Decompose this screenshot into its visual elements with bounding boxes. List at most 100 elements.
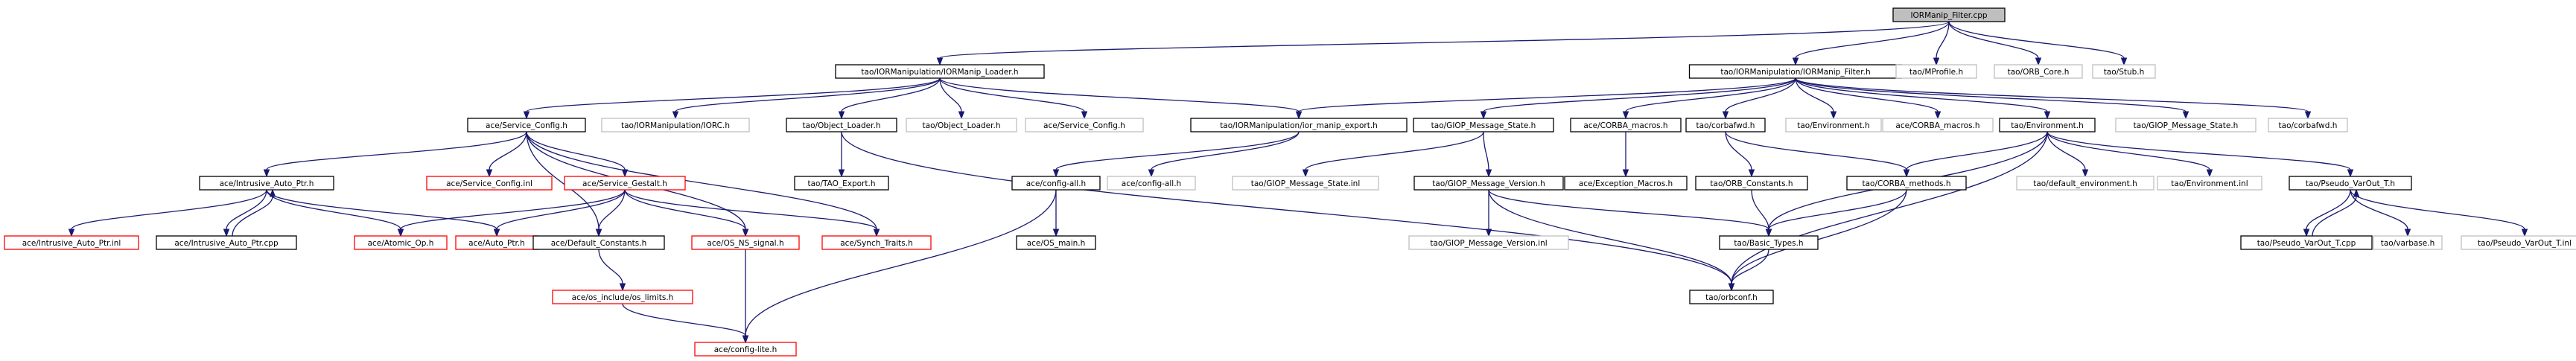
node-box: [532, 235, 665, 250]
node-box: [1846, 176, 1967, 191]
node-basic-types[interactable]: tao/Basic_Types.h: [1719, 235, 1819, 250]
node-iorc[interactable]: tao/IORManipulation/IORC.h: [601, 118, 750, 132]
edge-filter_h-to-giop_state_gray: [1795, 77, 2189, 120]
edge-arrowhead: [1295, 111, 1303, 120]
edge-root-to-filter_h: [1792, 21, 1950, 66]
edge-corbafwd_h-to-orb_constants: [1725, 131, 1755, 178]
node-auto-ptr[interactable]: ace/Auto_Ptr.h: [455, 235, 538, 250]
node-giop-state-inl[interactable]: tao/GIOP_Message_State.inl: [1232, 176, 1379, 191]
edge-line: [1936, 21, 1950, 59]
edge-arrowhead: [68, 229, 75, 237]
node-corbafwd-gray[interactable]: tao/corbafwd.h: [2268, 118, 2348, 132]
node-label: tao/IORManipulation/ior_manip_export.h: [1220, 121, 1378, 130]
edge-arrowhead: [493, 229, 500, 237]
edge-root-to-orb_core: [1948, 21, 2042, 66]
edge-line: [1625, 77, 1796, 112]
edge-line: [1795, 77, 1939, 112]
edge-arrowhead: [672, 111, 679, 120]
node-mprofile[interactable]: tao/MProfile.h: [1895, 64, 1977, 79]
node-tao-export[interactable]: tao/TAO_Export.h: [794, 176, 889, 191]
edge-line: [526, 131, 626, 170]
node-root[interactable]: IORManip_Filter.cpp: [1892, 7, 2006, 22]
node-corbafwd-h[interactable]: tao/corbafwd.h: [1685, 118, 1766, 132]
edge-loader_h-to-svc_config_h: [523, 77, 941, 120]
node-os-ns-signal[interactable]: ace/OS_NS_signal.h: [691, 235, 800, 250]
node-ior-manip-export[interactable]: tao/IORManipulation/ior_manip_export.h: [1190, 118, 1408, 132]
edge-line: [939, 21, 1950, 59]
edge-filter_h-to-corbafwd_h: [1722, 77, 1796, 120]
node-intrusive-inl[interactable]: ace/Intrusive_Auto_Ptr.inl: [4, 235, 139, 250]
node-svc-config-inl[interactable]: ace/Service_Config.inl: [426, 176, 553, 191]
node-atomic-op[interactable]: ace/Atomic_Op.h: [354, 235, 448, 250]
edge-line: [841, 131, 1732, 284]
edge-line: [400, 189, 626, 230]
node-intrusive-h[interactable]: ace/Intrusive_Auto_Ptr.h: [199, 176, 334, 191]
node-pseudo-var-h[interactable]: tao/Pseudo_VarOut_T.h: [2289, 176, 2412, 191]
node-config-all-gray[interactable]: ace/config-all.h: [1107, 176, 1196, 191]
edge-filter_h-to-environment_h: [1795, 77, 2051, 120]
node-os-main[interactable]: ace/OS_main.h: [1016, 235, 1096, 250]
node-box: [354, 235, 448, 250]
node-label: tao/CORBA_methods.h: [1862, 179, 1950, 188]
node-label: tao/Basic_Types.h: [1734, 239, 1803, 248]
node-orb-constants[interactable]: tao/ORB_Constants.h: [1695, 176, 1808, 191]
edge-arrowhead: [397, 229, 404, 237]
node-giop-version-h[interactable]: tao/GIOP_Message_Version.h: [1413, 176, 1564, 191]
node-exception-macros[interactable]: ace/Exception_Macros.h: [1564, 176, 1688, 191]
edge-environment_h-to-default_env: [2047, 131, 2089, 178]
edge-loader_h-to-object_loader_b: [939, 77, 965, 120]
edge-corba_methods-to-basic_types: [1765, 189, 1907, 237]
node-giop-state-gray[interactable]: tao/GIOP_Message_State.h: [2115, 118, 2257, 132]
edge-giop_state_h-to-giop_state_inl: [1302, 131, 1484, 178]
edge-arrowhead: [873, 229, 880, 237]
node-default-constants[interactable]: ace/Default_Constants.h: [532, 235, 665, 250]
node-config-lite[interactable]: ace/config-lite.h: [694, 342, 797, 357]
node-svc-config-tao[interactable]: ace/Service_Config.h: [1025, 118, 1144, 132]
edge-arrowhead: [1934, 111, 1941, 120]
node-pseudo-var-cpp[interactable]: tao/Pseudo_VarOut_T.cpp: [2240, 235, 2373, 250]
edge-line: [598, 249, 623, 284]
node-config-all-h[interactable]: ace/config-all.h: [1011, 176, 1101, 191]
edge-arrowhead: [2303, 229, 2310, 237]
node-box: [835, 64, 1045, 79]
edge-ior_manip_export-to-config_all_gray: [1148, 131, 1300, 178]
edge-line: [526, 131, 877, 230]
node-varbase[interactable]: tao/varbase.h: [2373, 235, 2443, 250]
edge-intrusive_h-to-atomic_op: [266, 189, 404, 237]
node-filter-h[interactable]: tao/IORManipulation/IORManip_Filter.h: [1688, 64, 1903, 79]
node-box: [426, 176, 553, 191]
node-label: ace/Synch_Traits.h: [840, 239, 913, 248]
edge-arrowhead: [1765, 229, 1772, 237]
node-box: [467, 118, 586, 132]
node-environment-inl[interactable]: tao/Environment.inl: [2157, 176, 2262, 191]
node-orb-core[interactable]: tao/ORB_Core.h: [1994, 64, 2083, 79]
node-corba-macros-ace[interactable]: ace/CORBA_macros.h: [1570, 118, 1682, 132]
node-default-env[interactable]: tao/default_environment.h: [2016, 176, 2154, 191]
node-synch-traits[interactable]: ace/Synch_Traits.h: [821, 235, 932, 250]
node-orbconf[interactable]: tao/orbconf.h: [1689, 290, 1774, 304]
node-stub[interactable]: tao/Stub.h: [2092, 64, 2156, 79]
node-giop-version-inl[interactable]: tao/GIOP_Message_Version.inl: [1408, 235, 1569, 250]
edge-svc_gestalt-to-auto_ptr: [493, 189, 626, 237]
node-pseudo-var-inl[interactable]: tao/Pseudo_VarOut_T.inl: [2461, 235, 2576, 250]
node-object-loader-a[interactable]: tao/Object_Loader.h: [786, 118, 897, 132]
node-corba-macros-gray[interactable]: ace/CORBA_macros.h: [1882, 118, 1994, 132]
node-box: [1408, 235, 1569, 250]
edge-arrowhead: [486, 169, 493, 178]
edge-line: [1948, 21, 2125, 59]
node-svc-config-h[interactable]: ace/Service_Config.h: [467, 118, 586, 132]
node-intrusive-cpp[interactable]: ace/Intrusive_Auto_Ptr.cpp: [156, 235, 297, 250]
edge-filter_h-to-environment_gray: [1795, 77, 1837, 120]
edge-root-to-stub: [1948, 21, 2128, 66]
node-label: ace/Intrusive_Auto_Ptr.h: [220, 179, 314, 188]
node-svc-gestalt[interactable]: ace/Service_Gestalt.h: [564, 176, 686, 191]
node-giop-state-h[interactable]: tao/GIOP_Message_State.h: [1413, 118, 1554, 132]
node-environment-gray[interactable]: tao/Environment.h: [1785, 118, 1882, 132]
edge-config_all_h-to-os_main: [1052, 190, 1060, 237]
edge-arrowhead: [2404, 229, 2411, 237]
node-loader-h[interactable]: tao/IORManipulation/IORManip_Loader.h: [835, 64, 1045, 79]
node-object-loader-b[interactable]: tao/Object_Loader.h: [906, 118, 1017, 132]
node-environment-h[interactable]: tao/Environment.h: [1999, 118, 2096, 132]
node-os-limits[interactable]: ace/os_include/os_limits.h: [552, 290, 693, 304]
node-corba-methods[interactable]: tao/CORBA_methods.h: [1846, 176, 1967, 191]
